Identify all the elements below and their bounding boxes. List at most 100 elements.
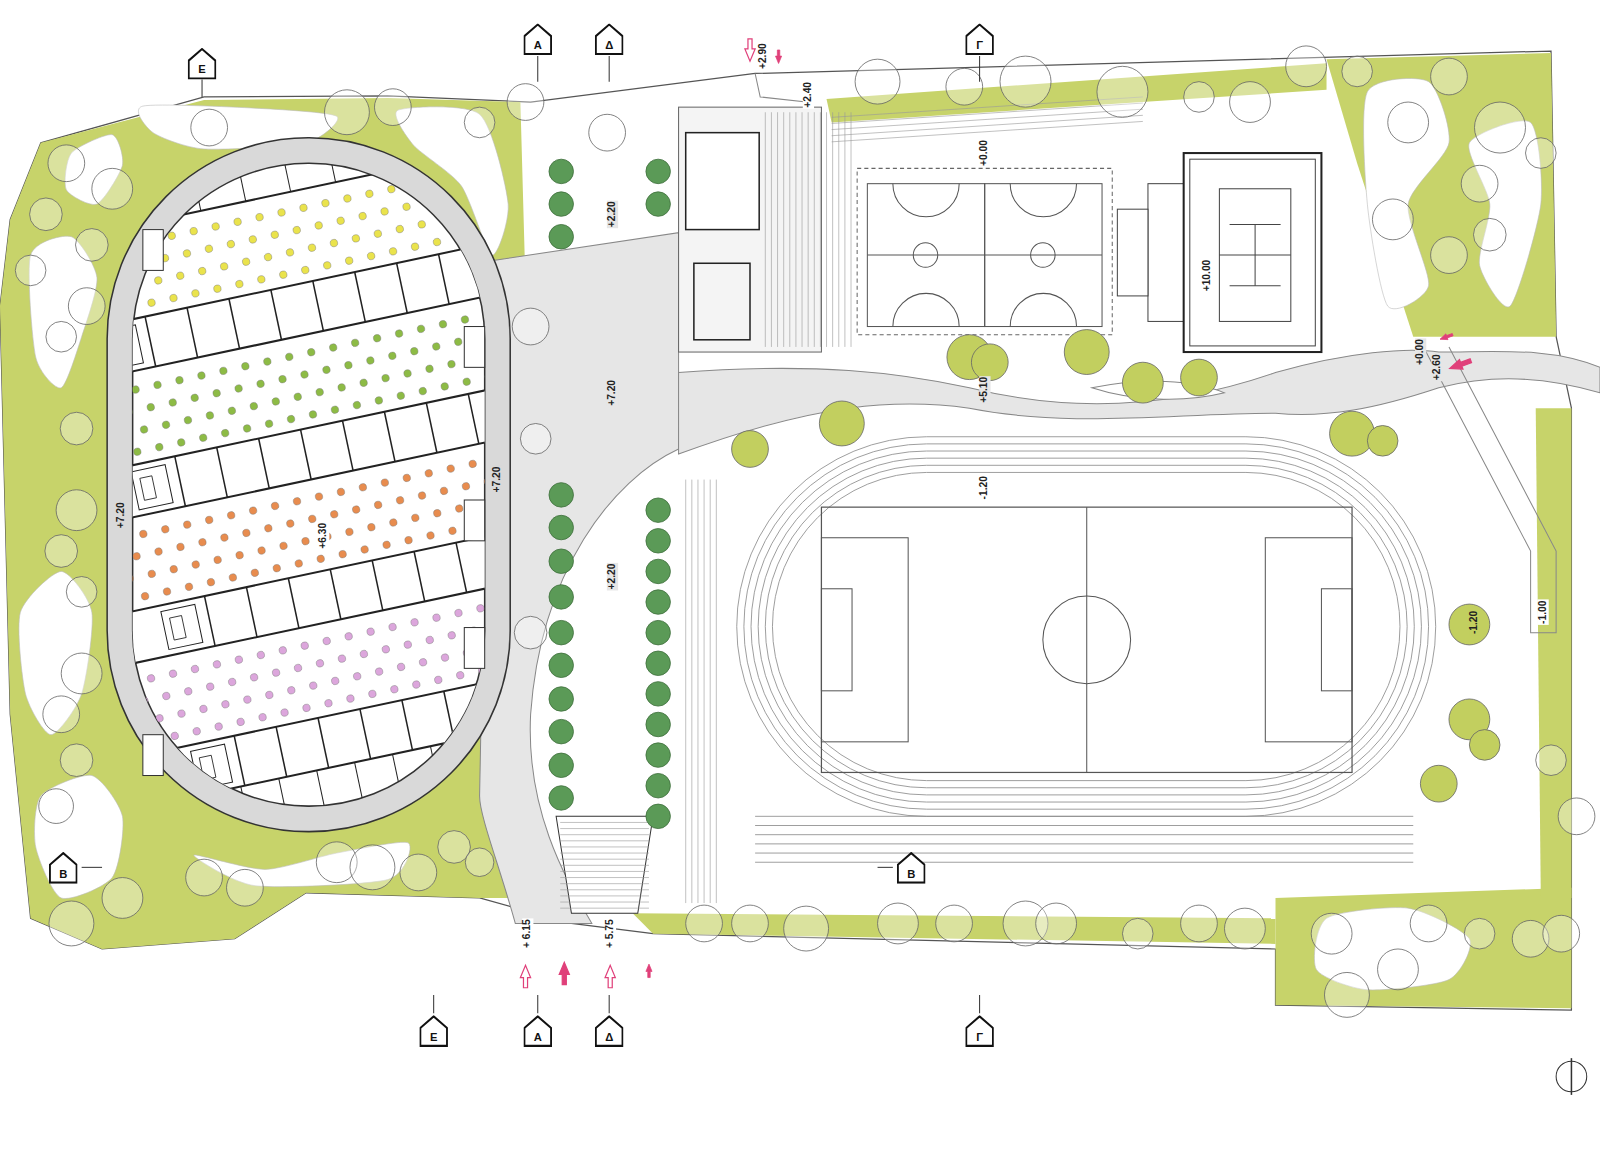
planting-dot (272, 564, 281, 573)
planting-dot (382, 540, 391, 549)
planting-dot (439, 320, 448, 329)
planting-dot (477, 228, 485, 237)
stair-core (133, 325, 144, 370)
tree (68, 288, 105, 325)
tree (60, 744, 93, 777)
planting-dot (461, 315, 470, 324)
tree (102, 878, 143, 919)
arrow-shape (745, 39, 755, 61)
planting-dot (294, 664, 303, 673)
planting-dot (309, 681, 318, 690)
planting-dot (360, 545, 369, 554)
wall (279, 778, 296, 806)
stair-core (170, 616, 187, 641)
football-field (821, 507, 1352, 772)
planting-dot (432, 613, 441, 622)
tree (1122, 918, 1153, 949)
stair-step (560, 902, 649, 903)
planting-dot (154, 276, 163, 285)
wall (318, 718, 329, 768)
planting-dot (476, 604, 485, 613)
tree (549, 192, 573, 216)
planting-dot (213, 284, 222, 293)
section-line (609, 56, 610, 82)
elevation-label: +2.20 (607, 200, 618, 228)
elevation-label: +2.20 (607, 563, 618, 591)
wall (317, 770, 334, 806)
wall (372, 560, 383, 610)
tree (936, 905, 973, 942)
tree (464, 107, 495, 138)
room (694, 263, 750, 340)
court-line (1031, 243, 1055, 267)
stair-core (140, 476, 157, 501)
elevation-label: +7.20 (607, 379, 618, 407)
classroom-strip (133, 376, 485, 532)
wall (141, 163, 156, 220)
planting-dot (302, 704, 311, 713)
planting-dot (147, 298, 156, 307)
running-lane (744, 444, 1429, 809)
tree (589, 114, 626, 151)
section-marker: Γ (965, 23, 994, 55)
lawn-area (1276, 888, 1572, 1008)
planting-dot (388, 351, 397, 360)
planting-dot (175, 376, 184, 385)
wall (313, 281, 324, 331)
planting-dot (227, 240, 236, 249)
planting-dot (343, 194, 352, 203)
planting-dot (242, 257, 251, 266)
wall (480, 245, 484, 295)
planting-dot (277, 208, 286, 217)
stair-step (560, 853, 649, 854)
stair-block (464, 628, 484, 669)
tree (1473, 218, 1506, 251)
planting-dot (330, 239, 339, 248)
planting-dot (440, 487, 449, 496)
planting-dot (133, 574, 135, 583)
bleacher-step (765, 112, 766, 347)
planting-dot (389, 518, 398, 527)
planting-dot (220, 262, 229, 271)
access-arrow (776, 50, 782, 63)
planting-dot (483, 311, 485, 320)
wall (133, 705, 485, 806)
planting-dot (265, 691, 274, 700)
bleacher-step (832, 103, 1143, 123)
planting-dot (388, 623, 397, 632)
stair-step (560, 846, 649, 847)
planting-dot (300, 370, 309, 379)
planting-dot (380, 478, 389, 487)
elevation-label: +10.00 (1202, 259, 1213, 293)
wall (414, 551, 425, 601)
sports-building (679, 107, 822, 352)
wall (397, 263, 408, 313)
tree (1543, 915, 1580, 952)
bleacher-step (844, 112, 845, 347)
tree (1449, 604, 1490, 645)
planting-dot (344, 361, 353, 370)
planting-dot (139, 530, 148, 539)
planting-dot (358, 212, 367, 221)
elevation-label: -1.00 (1537, 600, 1548, 625)
planting-dot (301, 266, 310, 275)
bleacher-step (697, 480, 698, 903)
wall (342, 421, 353, 471)
north-arrow (1571, 1058, 1573, 1095)
planting-dot (433, 509, 442, 518)
tree (549, 753, 573, 777)
tree (374, 89, 411, 126)
planting-dot (329, 343, 338, 352)
tree (549, 719, 573, 743)
planting-dot (140, 425, 149, 434)
planting-dot (409, 180, 418, 189)
planting-dot (337, 383, 346, 392)
planting-dot (213, 556, 222, 565)
tree (92, 168, 133, 209)
planting-dot (170, 732, 179, 741)
goal-area (1321, 589, 1352, 691)
planting-dot (396, 496, 405, 505)
planting-dot (153, 381, 162, 390)
planting-dot (387, 185, 396, 194)
planting-dot (293, 392, 302, 401)
